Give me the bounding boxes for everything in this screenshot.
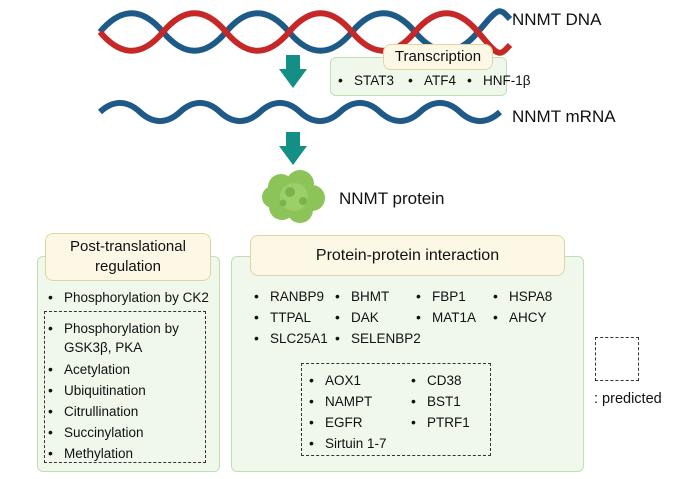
ppi-item: FBP1 <box>416 288 466 304</box>
ptm-predicted-box <box>44 311 206 463</box>
ptm-predicted-item: Acetylation <box>48 361 130 377</box>
ppi-title: Protein-protein interaction <box>250 235 565 276</box>
ppi-item: RANBP9 <box>254 288 324 304</box>
ppi-item: MAT1A <box>416 309 476 325</box>
protein-icon <box>262 170 325 223</box>
ppi-predicted-item: Sirtuin 1-7 <box>309 435 387 451</box>
transcription-title: Transcription <box>383 44 493 70</box>
legend-label: : predicted <box>594 391 662 407</box>
transcription-factor: ATF4 <box>408 72 456 88</box>
ppi-item: DAK <box>335 309 379 325</box>
ppi-predicted-item: BST1 <box>411 393 461 409</box>
transcription-factor: HNF-1β <box>467 72 531 88</box>
ppi-item: AHCY <box>493 309 547 325</box>
ppi-item: HSPA8 <box>493 288 552 304</box>
mrna-strand-icon <box>97 100 503 124</box>
ppi-predicted-item: EGFR <box>309 414 363 430</box>
ptm-predicted-item-cont: GSK3β, PKA <box>64 340 143 355</box>
ppi-predicted-item: CD38 <box>411 372 462 388</box>
ppi-predicted-item: AOX1 <box>309 372 361 388</box>
protein-label: NNMT protein <box>339 189 445 208</box>
arrow-down-icon <box>279 132 307 165</box>
ppi-item: SLC25A1 <box>254 330 328 346</box>
ppi-predicted-item: PTRF1 <box>411 414 470 430</box>
ppi-item: TTPAL <box>254 309 311 325</box>
ptm-predicted-item: Citrullination <box>48 403 138 419</box>
ptm-predicted-item: Succinylation <box>48 424 144 440</box>
transcription-factor: STAT3 <box>338 72 394 88</box>
arrow-down-icon <box>279 55 307 88</box>
ptm-title-line2: regulation <box>95 258 161 275</box>
legend-dashed-swatch <box>595 337 639 381</box>
ppi-item: SELENBP2 <box>335 330 421 346</box>
ppi-item: BHMT <box>335 288 389 304</box>
ppi-predicted-item: NAMPT <box>309 393 372 409</box>
ptm-predicted-item: Methylation <box>48 445 133 461</box>
mrna-label: NNMT mRNA <box>512 107 616 126</box>
dna-label: NNMT DNA <box>512 10 602 29</box>
dna-strand-red <box>97 10 513 56</box>
ptm-title: Post-translational regulation <box>45 233 211 281</box>
ptm-predicted-item: Ubiquitination <box>48 382 146 398</box>
ppi-predicted-box <box>301 363 491 456</box>
ptm-predicted-item: Phosphorylation by <box>48 320 179 336</box>
ptm-title-line1: Post-translational <box>70 238 186 255</box>
ptm-item: Phosphorylation by CK2 <box>48 289 209 305</box>
